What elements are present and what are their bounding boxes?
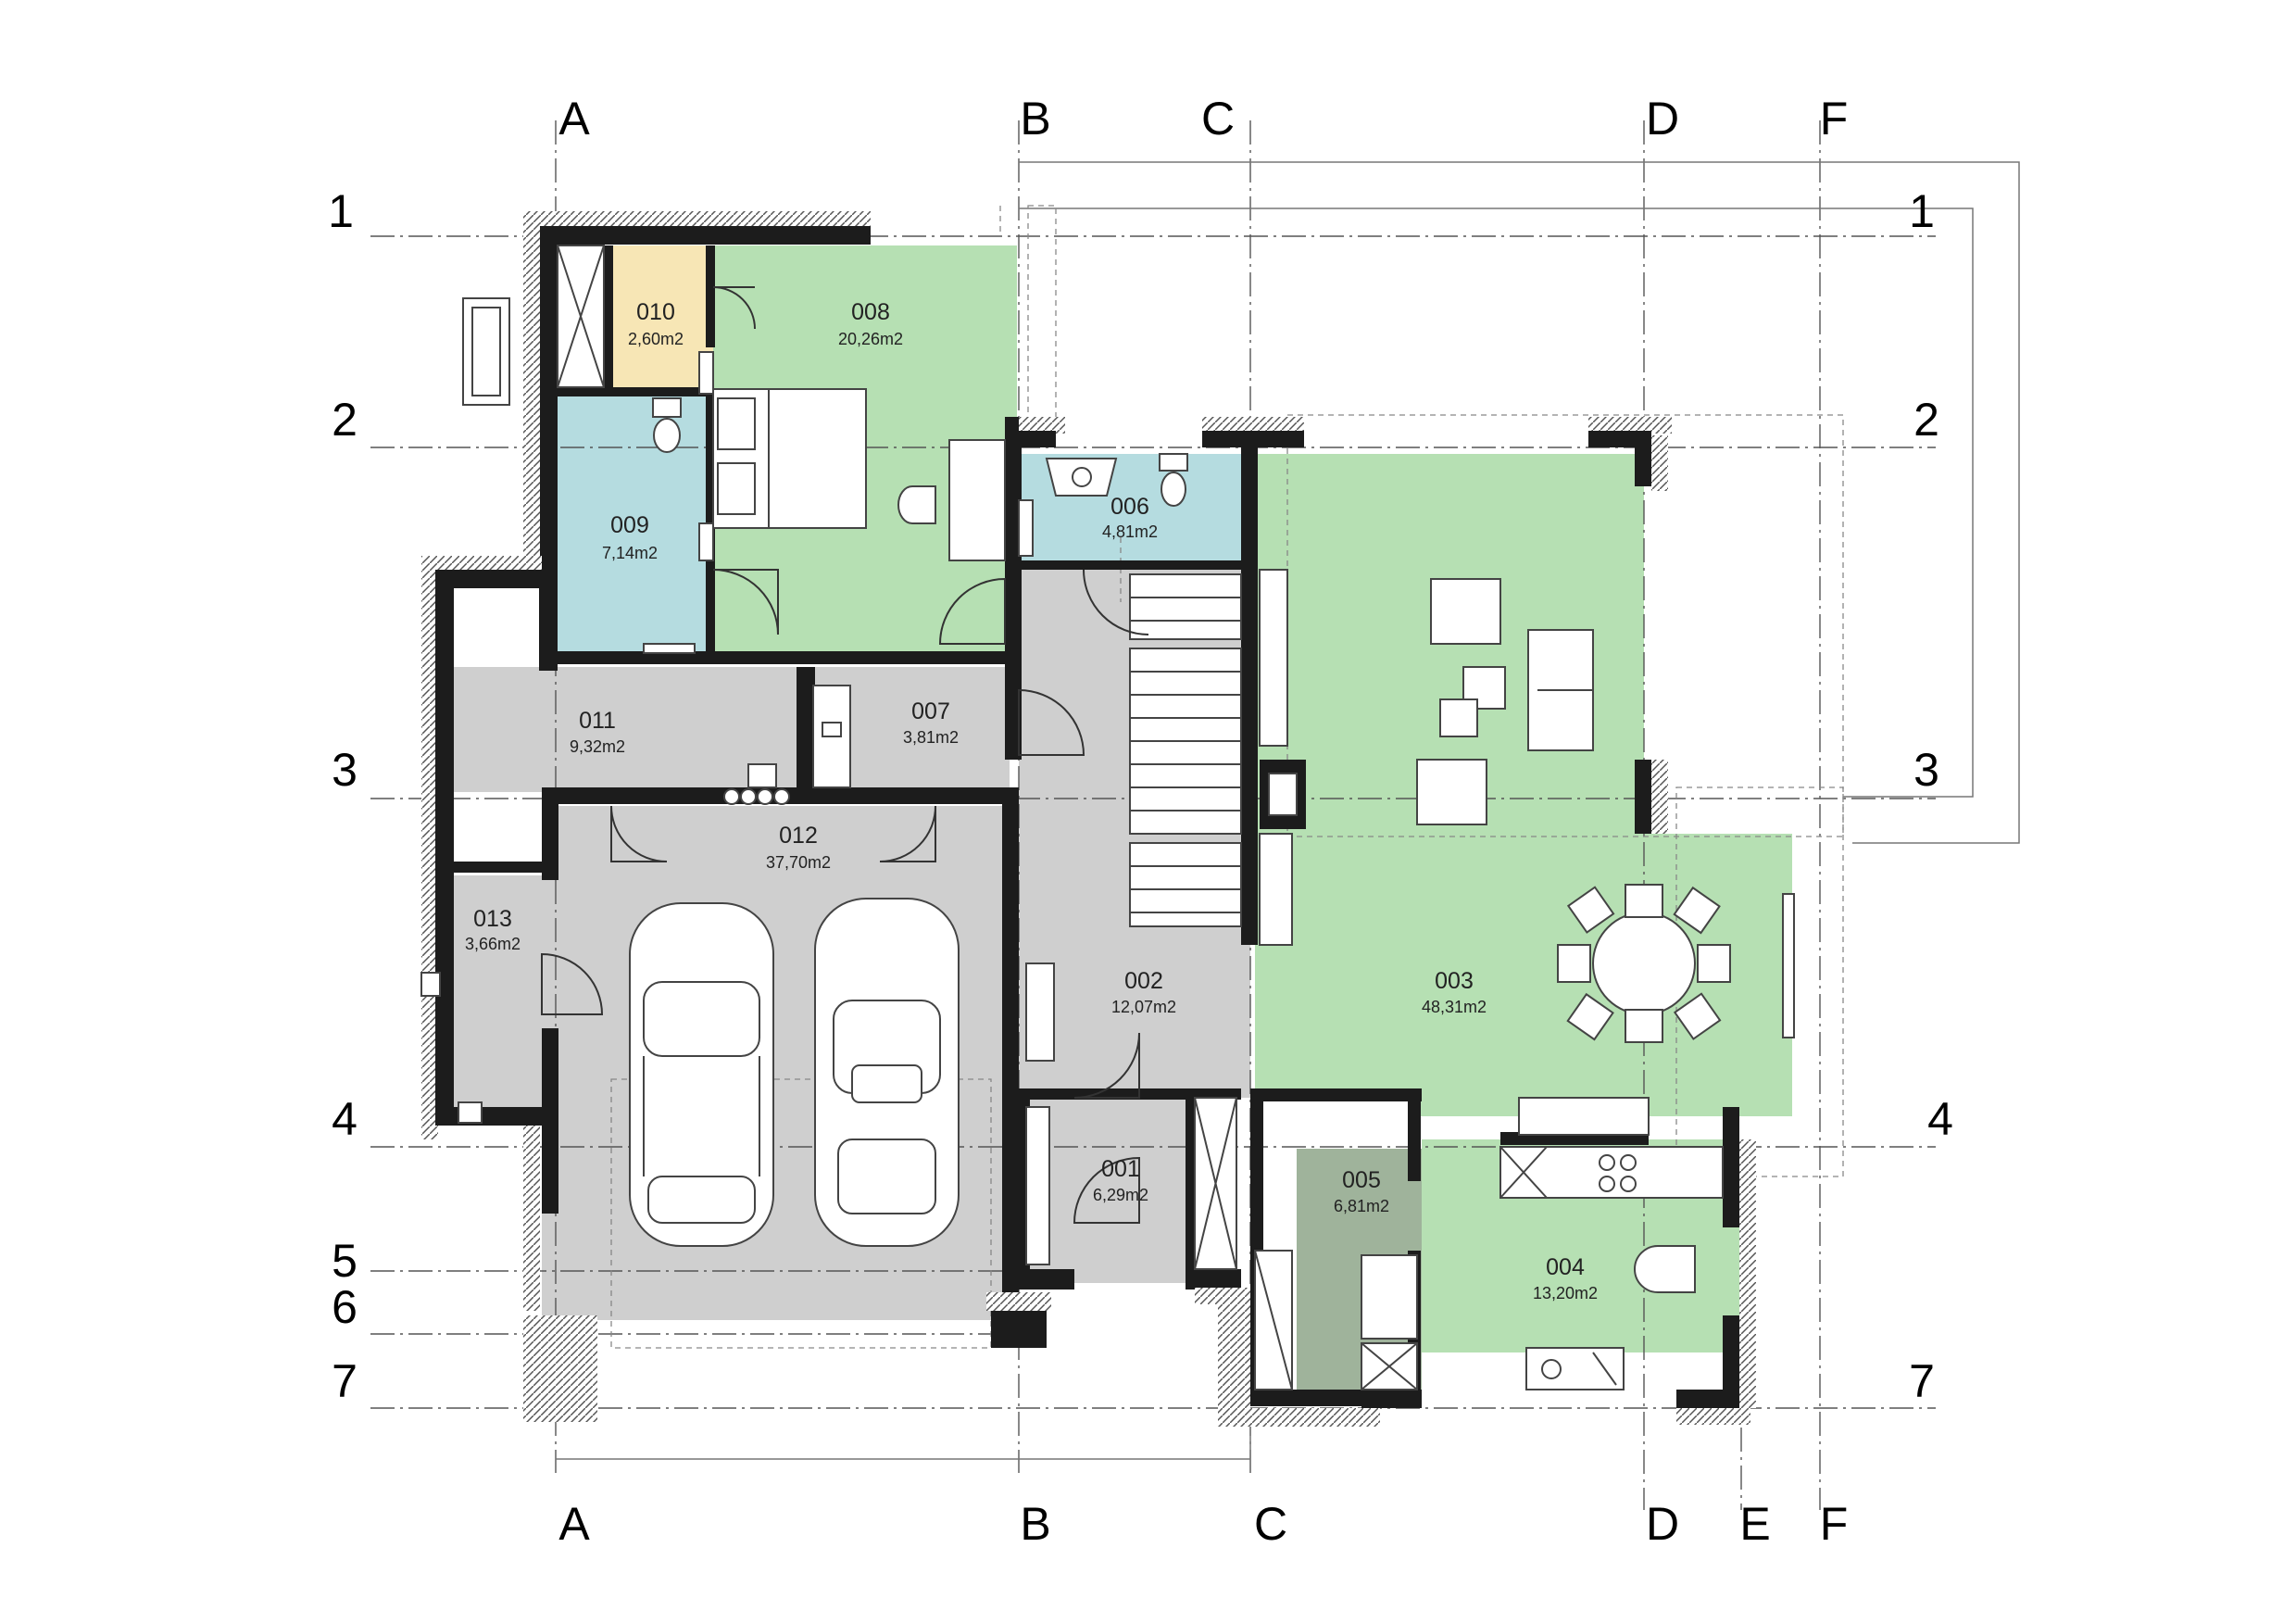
room-001-id: 001: [1101, 1156, 1140, 1182]
grid-col-bottom-b: B: [1020, 1498, 1050, 1550]
car-icon: [814, 898, 960, 1247]
sink-icon: [1045, 458, 1118, 497]
desk-icon: [948, 439, 1006, 561]
chair-icon: [1634, 1245, 1696, 1293]
grid-row-right-3: 3: [1913, 744, 1939, 796]
grid-row-left-6: 6: [332, 1281, 358, 1333]
room-labels: 001 6,29m2 002 12,07m2 003 48,31m2 004 1…: [465, 299, 1598, 1302]
grid-col-top-f: F: [1820, 93, 1849, 145]
grid-col-bottom-f: F: [1820, 1498, 1849, 1550]
room-009-area: 7,14m2: [602, 544, 658, 562]
car-icon: [629, 902, 774, 1247]
window-icon: [1782, 893, 1795, 1038]
doors: [541, 286, 1149, 1224]
grid-row-left-1: 1: [328, 185, 354, 237]
sofa-icon: [1527, 629, 1594, 751]
shower-icon: [1018, 499, 1034, 557]
grid-col-top-a: A: [558, 93, 590, 145]
room-011-id: 011: [579, 708, 616, 734]
room-009-fill: [556, 389, 713, 653]
stove-icon: [1499, 1146, 1724, 1199]
room-013-fill: [449, 875, 542, 1107]
heat-pump-icon: [471, 307, 501, 396]
sink-icon: [1525, 1347, 1625, 1390]
room-013-area: 3,66m2: [465, 935, 521, 953]
grid-col-bottom-c: C: [1254, 1498, 1287, 1550]
room-010-area: 2,60m2: [628, 330, 684, 348]
grid-col-top-b: B: [1020, 93, 1050, 145]
cabinet-icon: [1259, 833, 1293, 946]
room-003-id: 003: [1435, 968, 1474, 994]
room-010-id: 010: [636, 299, 675, 325]
dining-table-icon: [1557, 884, 1731, 1043]
grid-row-right-7: 7: [1909, 1355, 1935, 1407]
sink-icon: [822, 722, 842, 737]
room-fills: [449, 245, 1792, 1390]
axis-labels: A B C D F A B C D E F 1 2 3 4 5 6 7 1 2 …: [328, 93, 1953, 1550]
room-012-id: 012: [779, 823, 818, 849]
grid-row-left-4: 4: [332, 1093, 358, 1145]
armchair-icon: [1416, 759, 1487, 825]
fridge-icon: [1361, 1254, 1418, 1340]
room-013-id: 013: [473, 906, 512, 932]
stairs-icon: [1129, 573, 1242, 927]
grid-row-right-2: 2: [1913, 394, 1939, 446]
fireplace-icon: [1260, 760, 1306, 829]
meter-box-icon: [458, 1101, 483, 1124]
room-011-fill: [449, 667, 797, 792]
room-008-id: 008: [851, 299, 890, 325]
grid-row-left-5: 5: [332, 1235, 358, 1287]
bench-icon: [1025, 962, 1055, 1062]
room-004-area: 13,20m2: [1533, 1284, 1598, 1302]
room-005-area: 6,81m2: [1334, 1197, 1389, 1215]
room-012-area: 37,70m2: [766, 853, 831, 872]
meter-box-icon: [420, 972, 441, 997]
room-006-area: 4,81m2: [1102, 522, 1158, 541]
furniture: [420, 245, 1795, 1390]
grid-row-left-7: 7: [332, 1355, 358, 1407]
cabinet-icon: [1025, 1106, 1050, 1265]
bed-icon: [698, 351, 867, 561]
toilet-icon: [652, 397, 682, 453]
room-005-id: 005: [1342, 1167, 1381, 1193]
grid-col-top-c: C: [1201, 93, 1235, 145]
room-010-fill: [604, 245, 713, 389]
tv-unit-icon: [1259, 569, 1288, 747]
room-007-area: 3,81m2: [903, 728, 959, 747]
grid-col-bottom-d: D: [1646, 1498, 1679, 1550]
room-011-area: 9,32m2: [570, 737, 625, 756]
room-002-area: 12,07m2: [1111, 998, 1176, 1016]
room-001-fill: [1028, 1098, 1195, 1283]
room-002-id: 002: [1124, 968, 1163, 994]
island-icon: [1518, 1097, 1650, 1136]
coffee-table-icon: [1439, 698, 1478, 737]
sink-icon: [643, 643, 696, 654]
room-003-area: 48,31m2: [1422, 998, 1487, 1016]
room-004-id: 004: [1546, 1254, 1585, 1280]
room-007-id: 007: [911, 698, 950, 724]
grid-row-left-2: 2: [332, 394, 358, 446]
room-008-area: 20,26m2: [838, 330, 903, 348]
room-006-id: 006: [1110, 494, 1149, 520]
room-001-area: 6,29m2: [1093, 1186, 1148, 1204]
boiler-icon: [723, 763, 790, 805]
grid-row-right-4: 4: [1927, 1093, 1953, 1145]
grid-col-bottom-a: A: [558, 1498, 590, 1550]
grid-row-right-1: 1: [1909, 185, 1935, 237]
toilet-icon: [1159, 453, 1188, 507]
grid-row-left-3: 3: [332, 744, 358, 796]
room-009-id: 009: [610, 512, 649, 538]
grid-col-top-d: D: [1646, 93, 1679, 145]
grid-col-bottom-e: E: [1739, 1498, 1770, 1550]
chair-icon: [897, 485, 936, 524]
armchair-icon: [1430, 578, 1501, 645]
